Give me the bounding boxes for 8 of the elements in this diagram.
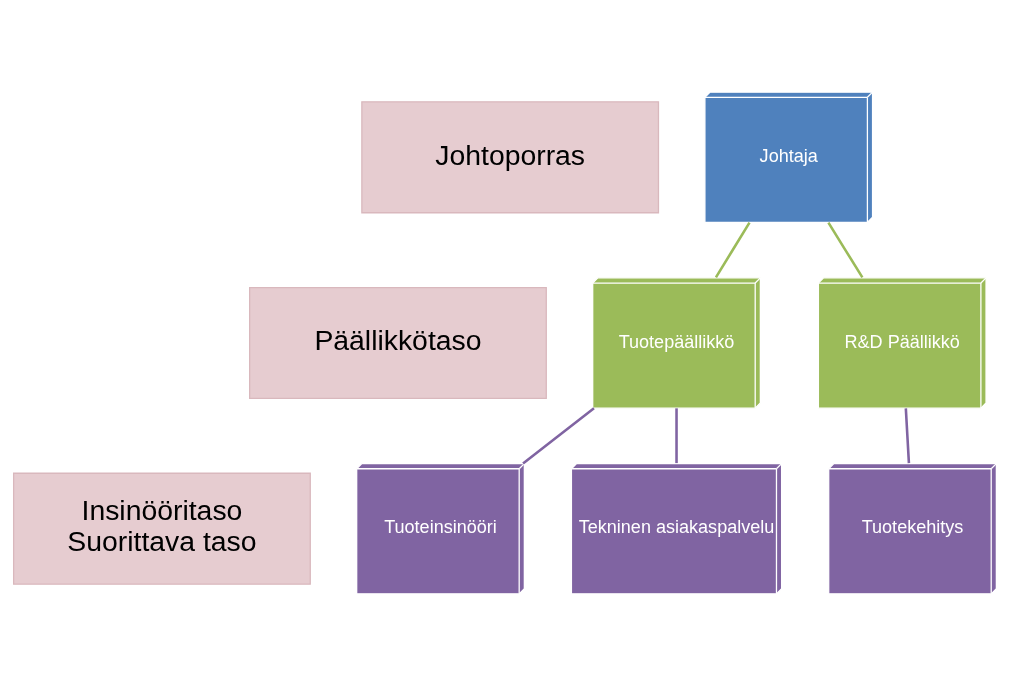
connector <box>827 221 864 278</box>
node-box: Päällikkötaso <box>249 286 547 399</box>
connector <box>714 221 751 278</box>
connector <box>904 407 911 463</box>
connector <box>522 406 595 464</box>
node-box: Johtoporras <box>361 100 660 213</box>
node-box: Insinööritaso Suorittava taso <box>13 472 311 585</box>
connector <box>675 407 678 463</box>
